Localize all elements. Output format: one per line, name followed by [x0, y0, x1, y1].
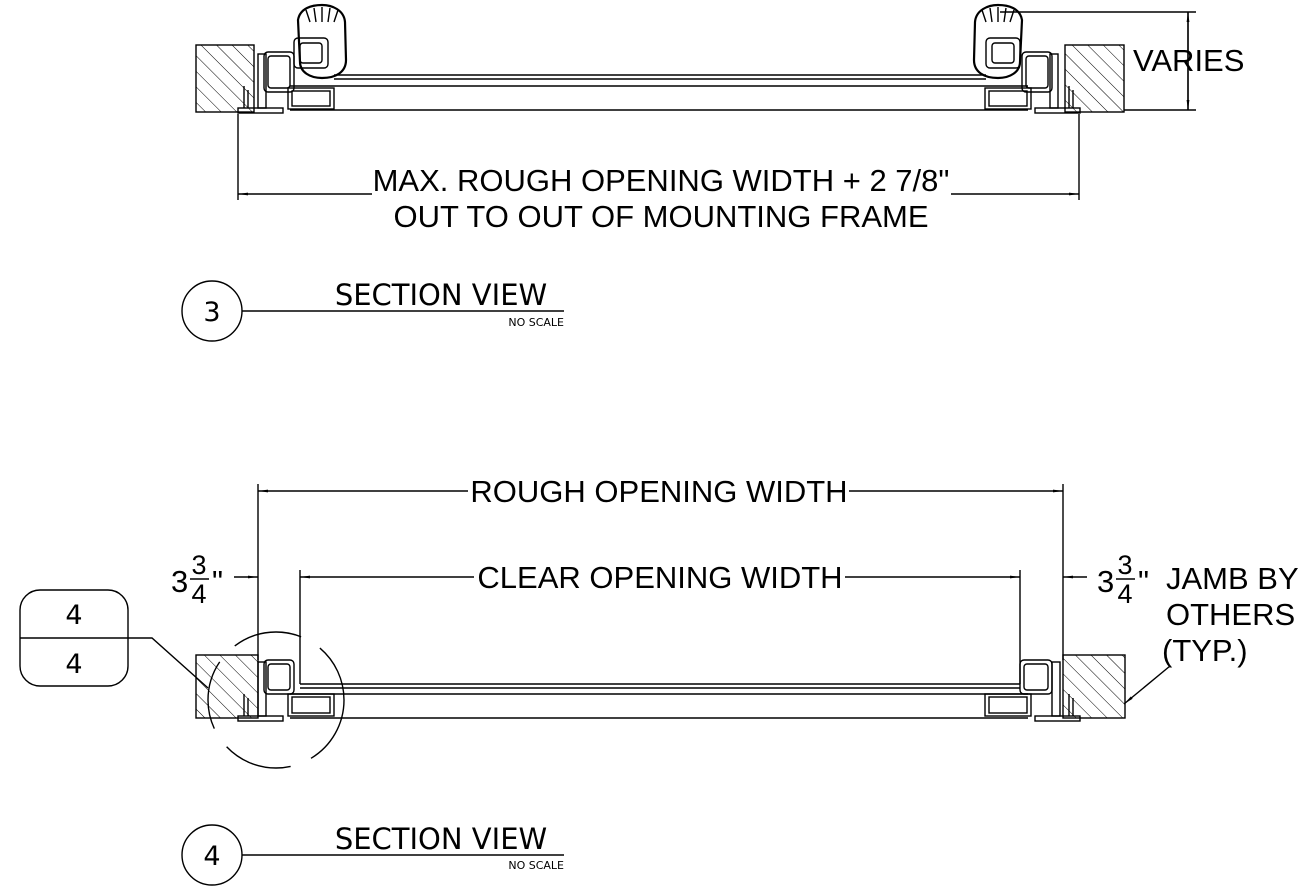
section-4-scale: NO SCALE: [508, 859, 564, 872]
svg-text:3: 3: [191, 550, 206, 580]
varies-label: VARIES: [1133, 43, 1244, 78]
overall-width-dimension: [237, 114, 1080, 200]
right-jamb-wall: [1064, 44, 1125, 113]
right-offset-dimension-text: 3 3 4 ": [1097, 550, 1149, 609]
rough-opening-label: ROUGH OPENING WIDTH: [470, 474, 847, 509]
jamb-note-line1: JAMB BY: [1166, 561, 1299, 596]
left-frame-profile-bottom: [237, 659, 335, 722]
overall-width-text-line1: MAX. ROUGH OPENING WIDTH + 2 7/8": [373, 163, 950, 198]
jamb-note-leader: [1123, 665, 1171, 705]
section-3-drawing: [181, 3, 1196, 342]
svg-text:3: 3: [1117, 550, 1132, 580]
rough-opening-dimension: [257, 484, 1064, 660]
left-jamb-wall: [195, 44, 255, 113]
section-4-title: SECTION VIEW: [335, 822, 547, 856]
right-frame-profile-bottom: [984, 659, 1081, 722]
detail-tag-leader: [128, 637, 209, 689]
svg-text:4: 4: [1117, 579, 1132, 609]
detail-callout-circle: [207, 631, 345, 769]
varies-dimension: [1000, 11, 1196, 111]
door-leaf-top: [290, 74, 1028, 111]
svg-text:4: 4: [191, 579, 206, 609]
clear-opening-label: CLEAR OPENING WIDTH: [477, 560, 842, 595]
svg-text:3: 3: [1097, 564, 1114, 599]
left-closer-profile: [293, 3, 348, 80]
section-4-number: 4: [203, 841, 220, 872]
detail-tag-bottom-number: 4: [65, 649, 82, 680]
overall-width-text-line2: OUT TO OUT OF MOUNTING FRAME: [393, 199, 928, 234]
right-closer-profile: [972, 3, 1024, 80]
section-3-scale: NO SCALE: [508, 316, 564, 329]
detail-tag-top-number: 4: [65, 600, 82, 631]
right-frame-profile: [984, 51, 1081, 114]
jamb-note-line2: OTHERS: [1166, 597, 1295, 632]
left-frame-profile: [237, 51, 335, 114]
section-3-number: 3: [203, 297, 220, 328]
section-3-title: SECTION VIEW: [335, 278, 547, 312]
jamb-note-line3: (TYP.): [1162, 633, 1248, 668]
svg-text:3: 3: [171, 564, 188, 599]
svg-text:": ": [1138, 564, 1149, 599]
door-leaf-bottom: [290, 683, 1028, 719]
section-4-drawing: [19, 484, 1171, 886]
svg-text:": ": [212, 564, 223, 599]
clear-opening-dimension: [234, 570, 1087, 684]
left-offset-dimension-text: 3 3 4 ": [171, 550, 223, 609]
